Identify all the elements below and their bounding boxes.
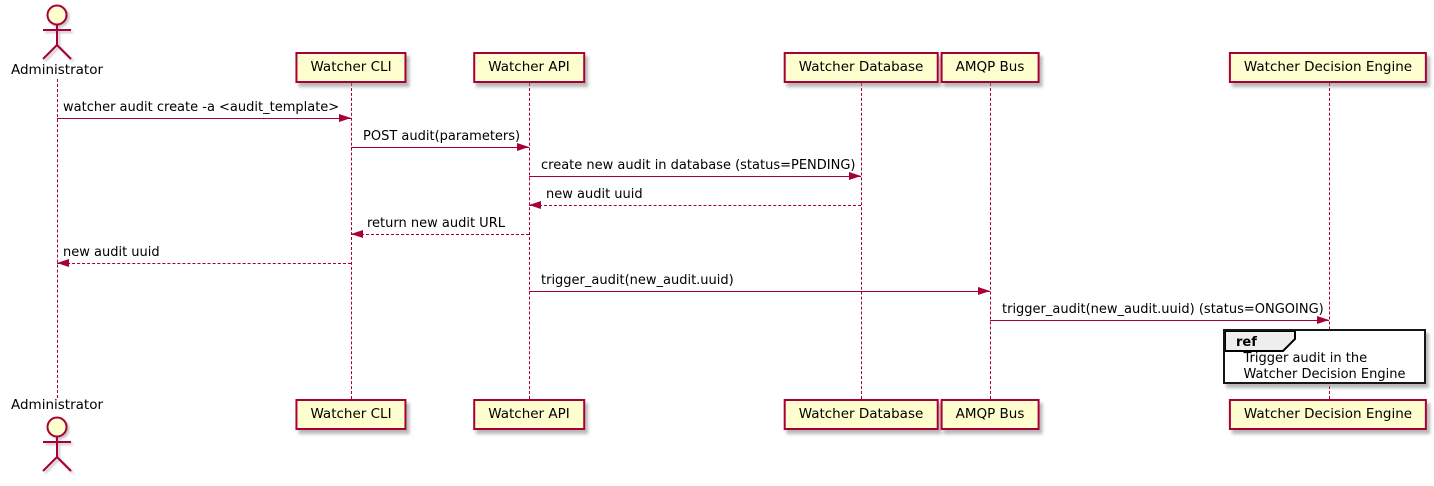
message-return-arrow <box>351 234 529 235</box>
message-arrow <box>990 320 1329 321</box>
participant-watcher-cli-top: Watcher CLI <box>295 52 407 83</box>
message-label: create new audit in database (status=PEN… <box>541 158 856 173</box>
ref-fragment: ref Trigger audit in the Watcher Decisio… <box>1223 329 1426 384</box>
message-label: new audit uuid <box>546 187 643 202</box>
message-label: trigger_audit(new_audit.uuid) <box>541 273 734 288</box>
ref-tab-icon: ref <box>1225 331 1296 352</box>
arrowhead-left-icon <box>529 201 541 209</box>
participant-watcher-api-bottom: Watcher API <box>473 399 585 430</box>
participant-watcher-decision-engine-bottom: Watcher Decision Engine <box>1228 399 1428 430</box>
participant-watcher-cli-bottom: Watcher CLI <box>295 399 407 430</box>
message-label: watcher audit create -a <audit_template> <box>63 100 340 115</box>
ref-keyword: ref <box>1236 335 1257 350</box>
message-return-arrow <box>529 205 861 206</box>
actor-label-top: Administrator <box>10 62 104 78</box>
message-label: trigger_audit(new_audit.uuid) (status=ON… <box>1002 302 1324 317</box>
message-arrow <box>57 118 351 119</box>
actor-icon <box>42 416 72 472</box>
arrowhead-left-icon <box>57 259 69 267</box>
ref-text-line: Watcher Decision Engine <box>1243 367 1406 382</box>
message-return-arrow <box>57 263 351 264</box>
message-label: POST audit(parameters) <box>363 129 521 144</box>
ref-text-line: Trigger audit in the <box>1243 351 1368 366</box>
actor-icon <box>42 4 72 60</box>
participant-amqp-bus-bottom: AMQP Bus <box>940 399 1040 430</box>
participant-watcher-database-bottom: Watcher Database <box>783 399 939 430</box>
participant-watcher-api-top: Watcher API <box>473 52 585 83</box>
actor-label-bottom: Administrator <box>10 397 104 413</box>
message-label: return new audit URL <box>367 216 505 231</box>
arrowhead-right-icon <box>1317 316 1329 324</box>
lifeline-watcher-cli <box>351 83 352 399</box>
message-arrow <box>529 176 861 177</box>
lifeline-amqp-bus <box>990 83 991 399</box>
arrowhead-right-icon <box>517 143 529 151</box>
lifeline-watcher-decision-engine <box>1329 83 1330 399</box>
participant-amqp-bus-top: AMQP Bus <box>940 52 1040 83</box>
participant-watcher-database-top: Watcher Database <box>783 52 939 83</box>
arrowhead-right-icon <box>978 287 990 295</box>
lifeline-watcher-api <box>529 83 530 399</box>
message-label: new audit uuid <box>63 245 160 260</box>
lifeline-watcher-database <box>861 83 862 399</box>
lifeline-administrator <box>57 79 58 398</box>
arrowhead-right-icon <box>849 172 861 180</box>
arrowhead-left-icon <box>351 230 363 238</box>
participant-watcher-decision-engine-top: Watcher Decision Engine <box>1228 52 1428 83</box>
arrowhead-right-icon <box>339 114 351 122</box>
message-arrow <box>529 291 990 292</box>
message-arrow <box>351 147 529 148</box>
